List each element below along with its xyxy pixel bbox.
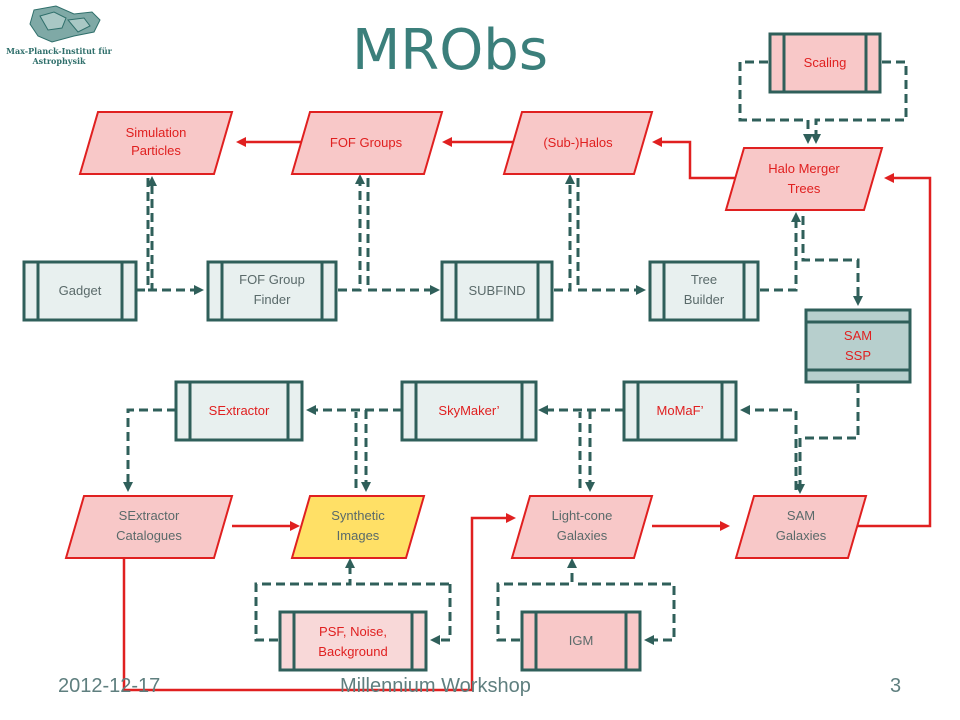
node-lightcone-galaxies-shape	[510, 495, 654, 559]
edge-samgal-to-momaf	[740, 405, 798, 490]
label-igm: IGM	[569, 633, 594, 648]
edge-fofgroups-to-subfind	[366, 178, 440, 295]
node-fof-group-finder-shape	[206, 260, 338, 322]
page-title: MRObs	[351, 18, 549, 83]
label-fof-groups: FOF Groups	[330, 135, 403, 150]
label-subfind: SUBFIND	[468, 283, 525, 298]
edge-igm-loop-right	[578, 582, 676, 645]
mpa-building-icon	[29, 5, 101, 43]
node-scaling-shape	[768, 32, 882, 94]
label-subhalos: (Sub-)Halos	[543, 135, 613, 150]
node-tree-builder-shape	[648, 260, 760, 322]
footer-page-number: 3	[890, 675, 902, 697]
label-sextractor: SExtractor	[209, 403, 270, 418]
edge-psf-loop	[254, 558, 355, 642]
logo-line1: Max-Planck-Institut für	[6, 46, 112, 56]
label-skymaker: SkyMaker’	[438, 403, 499, 418]
edge-treebuilder-to-hmt	[760, 212, 801, 292]
logo-line2: Astrophysik	[32, 56, 86, 66]
edge-hmt-to-samssp	[801, 216, 863, 306]
footer-date: 2012-12-17	[58, 675, 161, 697]
node-psf-shape	[278, 610, 428, 672]
node-synthetic-images-shape	[290, 495, 426, 559]
edge-gadget-to-particles	[136, 176, 157, 292]
label-scaling: Scaling	[804, 55, 847, 70]
node-skymaker-shape	[400, 380, 538, 442]
edge-scaling-loop-left	[738, 60, 813, 144]
edge-fofgf-to-fofgroups	[338, 174, 365, 292]
edge-sextractor-to-catalogues	[123, 408, 176, 492]
edge-igm-loop	[496, 558, 577, 642]
edge-hmt-to-subhalos	[652, 137, 740, 180]
edge-catalogues-to-lightcone	[122, 513, 516, 692]
node-sextractor-shape	[174, 380, 304, 442]
label-momaf: MoMaF’	[657, 403, 704, 418]
node-fof-groups-shape	[290, 111, 444, 175]
node-momaf-shape	[622, 380, 738, 442]
node-subfind-shape	[440, 260, 554, 322]
node-igm-shape	[520, 610, 642, 672]
edge-subfind-to-subhalos	[554, 174, 575, 292]
node-sam-galaxies-shape	[734, 495, 868, 559]
edge-samssp-to-samgal	[795, 384, 860, 494]
edge-samgal-to-hmt	[856, 173, 932, 528]
node-simulation-particles-shape	[78, 111, 234, 175]
edge-psf-loop-right	[430, 584, 452, 645]
node-sextractor-catalogues-shape	[64, 495, 234, 559]
node-sam-ssp-shape	[804, 308, 912, 384]
node-halo-merger-trees-shape	[724, 147, 884, 211]
label-gadget: Gadget	[59, 283, 102, 298]
node-gadget-shape	[22, 260, 138, 322]
footer-center: Millennium Workshop	[340, 675, 531, 697]
edge-scaling-loop-right	[811, 60, 908, 144]
edge-particles-to-fofgf	[146, 178, 204, 295]
node-subhalos-shape	[502, 111, 654, 175]
edge-subhalos-to-treebuilder	[576, 178, 646, 295]
label-psf-noise-background: PSF, Noise,Background	[318, 624, 387, 659]
